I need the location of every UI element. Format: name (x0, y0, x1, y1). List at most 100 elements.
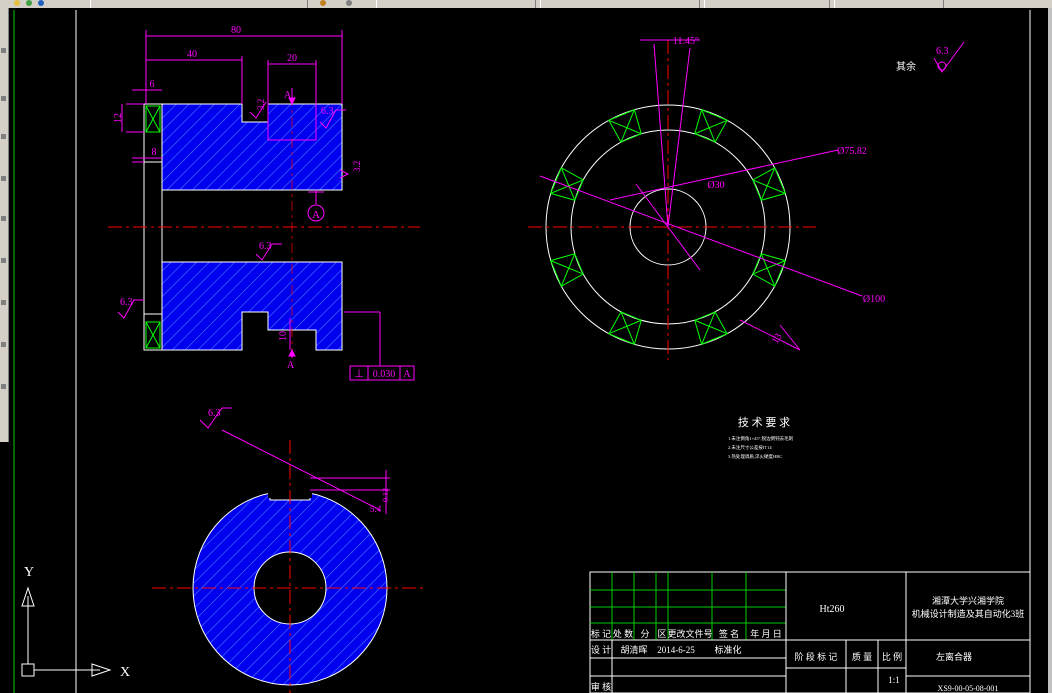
tooth-cross (560, 167, 576, 201)
tooth-cross (550, 179, 584, 194)
tooth (694, 311, 728, 345)
title-block: Ht260 湘潭大学兴湘学院 机械设计制造及其自动化3班 左离合器 XS9-00… (589, 571, 1031, 693)
tb-h-doc: 更改文件号 (667, 628, 712, 639)
toolbar-strip (0, 0, 1052, 8)
dim-height: 12 (113, 113, 124, 123)
tooth (694, 109, 728, 143)
dim-shoulder: 40 (187, 49, 197, 60)
dim-pitch-diameter: Ø75.82 (837, 146, 867, 157)
roughness-4: 6.3 (259, 241, 272, 252)
tolerance-symbol: ⊥ (354, 368, 364, 380)
roughness-3: 3.2 (352, 161, 362, 172)
tooth (550, 167, 584, 201)
layer-state-icon[interactable] (346, 0, 352, 6)
tolerance-value: 0.030 (373, 369, 396, 380)
tb-design-name: 胡清晖 (620, 644, 647, 655)
tech-req-line-3: 3.热处理调质,淬火硬度HRC (728, 453, 782, 460)
tooth-cross (694, 319, 728, 335)
tb-h-zone: 区 (657, 629, 666, 639)
ucs-icon (21, 586, 112, 677)
line-tool-icon[interactable] (1, 48, 6, 53)
ucs-x-label: X (120, 665, 130, 680)
linetype-dropdown[interactable] (540, 0, 700, 8)
surface-note: 其余 6.3 (896, 41, 965, 73)
circle-tool-icon[interactable] (1, 96, 6, 101)
tb-ratio: 比 例 (882, 651, 902, 662)
tooth-top (145, 105, 161, 133)
tooth-cross (620, 109, 635, 143)
tb-h-mark: 标 记 (591, 628, 611, 639)
tb-scale: 1:1 (888, 675, 900, 685)
tooth-cross (752, 179, 786, 194)
tooth-bottom (145, 321, 161, 349)
side-view: 80 40 20 6 12 8 10 3.2 6.3 3.2 6.3 6.3 (108, 25, 420, 381)
tb-h-part: 分 (640, 629, 649, 639)
dim-overall: 80 (231, 25, 241, 36)
tooth (752, 253, 786, 287)
section-mark-top: A (284, 90, 292, 101)
tb-drawing-no: XS9-00-05-08-001 (938, 684, 999, 693)
section-mark-bottom: A (287, 360, 295, 371)
tooth-cross (760, 167, 776, 201)
tb-design-date: 2014-6-25 (657, 645, 695, 655)
text-tool-icon[interactable] (1, 300, 6, 305)
tooth-cross (701, 109, 716, 143)
dim-inner-diameter: Ø30 (707, 180, 724, 191)
side-body-lower (161, 261, 343, 351)
tooth (608, 311, 642, 345)
plotstyle-dropdown[interactable] (834, 0, 944, 8)
layer-dropdown[interactable] (90, 0, 308, 8)
tooth (752, 167, 786, 201)
tb-h-sign: 签 名 (719, 628, 739, 639)
dim-slot-depth: 10 (278, 331, 289, 341)
tb-h-date: 年 月 日 (750, 628, 782, 639)
tb-design-role: 设 计 (591, 644, 611, 655)
tb-weight: 质 量 (852, 651, 872, 662)
tb-stage: 阶 段 标 记 (795, 651, 838, 662)
tech-requirements: 技 术 要 求 1.未注倒角1×45°,锐边倒钝去毛刺 2.未注尺寸公差按IT1… (728, 416, 794, 460)
surface-note-value: 6.3 (936, 46, 949, 57)
tech-req-line-1: 1.未注倒角1×45°,锐边倒钝去毛刺 (728, 435, 794, 442)
scroll-edge[interactable] (1048, 8, 1052, 693)
save-icon[interactable] (26, 0, 32, 6)
roughness-1: 3.2 (256, 99, 266, 110)
arc-tool-icon[interactable] (1, 134, 6, 139)
dim-outer-diameter: Ø100 (863, 294, 885, 305)
block-tool-icon[interactable] (1, 342, 6, 347)
dim-slot: 20 (287, 53, 297, 64)
side-body-upper (161, 103, 343, 191)
side-bore-step (143, 161, 163, 315)
section-dim-b: 0.12 (381, 488, 390, 502)
tech-req-line-2: 2.未注尺寸公差按IT14 (728, 444, 772, 451)
tooth-cross (752, 260, 786, 275)
point-tool-icon[interactable] (1, 384, 6, 389)
section-dim-a: 5.4 (370, 504, 382, 514)
draw-toolbar (0, 8, 9, 442)
section-roughness: 6.3 (208, 408, 221, 419)
tooth-cross (620, 311, 635, 345)
match-properties-icon[interactable] (320, 0, 326, 6)
section-view: 6.3 5.4 0.12 (152, 407, 424, 693)
tb-class: 机械设计制造及其自动化3班 (912, 608, 1025, 619)
tb-review: 审 核 (591, 681, 611, 692)
hatch-tool-icon[interactable] (1, 258, 6, 263)
tooth-cross (550, 260, 584, 275)
roughness-5: 6.3 (120, 297, 133, 308)
polyline-tool-icon[interactable] (1, 216, 6, 221)
color-dropdown[interactable] (376, 0, 536, 8)
surface-note-label: 其余 (896, 60, 916, 73)
dim-bore-step: 8 (152, 147, 157, 158)
rectangle-tool-icon[interactable] (1, 176, 6, 181)
tooth-cross (608, 119, 642, 135)
lineweight-dropdown[interactable] (704, 0, 830, 8)
ucs-y-label: Y (24, 565, 34, 580)
tb-material: Ht260 (820, 604, 845, 615)
roughness-2: 6.3 (321, 106, 334, 117)
front-view: 11.45° Ø30 Ø75.82 Ø100 13 (528, 36, 885, 360)
print-icon[interactable] (38, 0, 44, 6)
open-icon[interactable] (14, 0, 20, 6)
dim-tooth-width: 13 (770, 332, 785, 346)
tb-design-std: 标准化 (714, 644, 741, 655)
